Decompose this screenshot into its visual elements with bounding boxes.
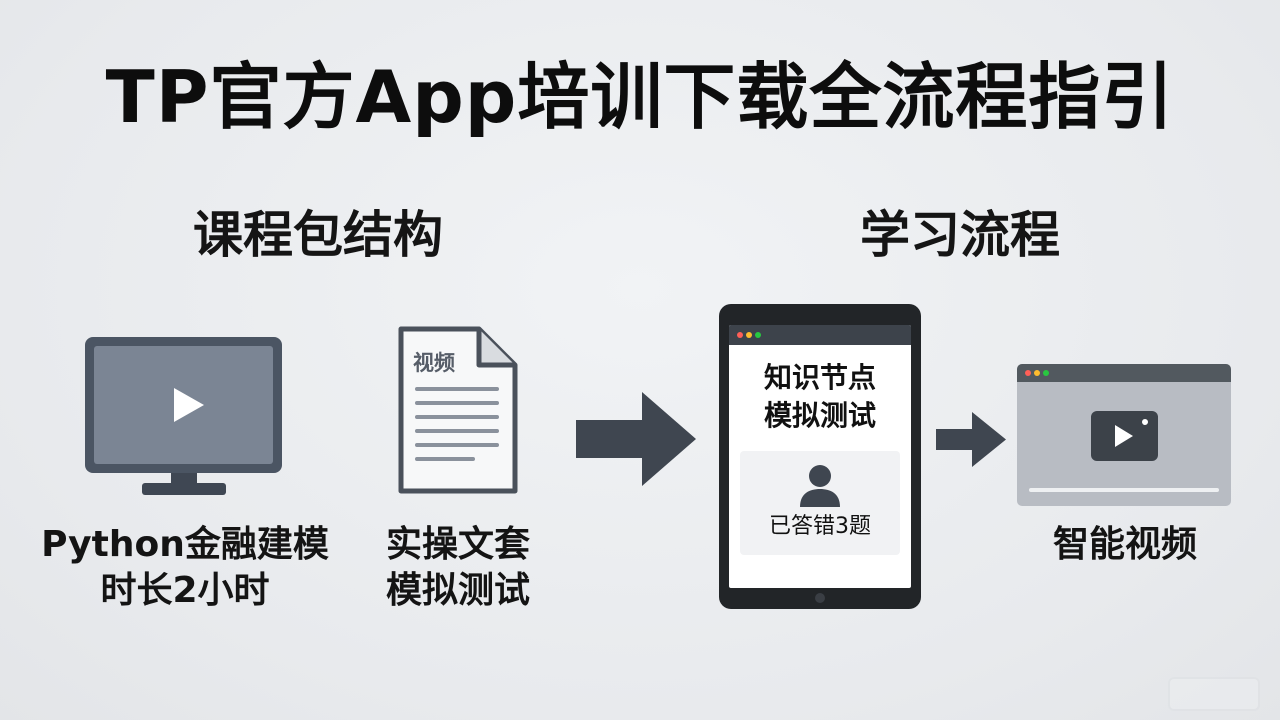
document-shape bbox=[398, 326, 518, 494]
monitor-neck bbox=[171, 473, 197, 485]
document-line bbox=[415, 457, 475, 461]
play-icon bbox=[1115, 425, 1133, 447]
video-player-icon bbox=[1091, 411, 1158, 461]
browser-video-icon bbox=[1017, 364, 1231, 506]
course-name: Python金融建模 bbox=[41, 524, 329, 565]
monitor-base bbox=[142, 483, 226, 495]
document-caption-line-2: 模拟测试 bbox=[385, 570, 530, 611]
document-line bbox=[415, 415, 499, 419]
window-dot-red bbox=[1025, 370, 1031, 376]
window-dot-red bbox=[737, 332, 743, 338]
user-icon bbox=[800, 465, 840, 507]
browser-title-bar bbox=[1017, 364, 1231, 382]
video-progress-bar bbox=[1029, 488, 1219, 492]
arrow-right-icon bbox=[576, 392, 696, 486]
tablet-icon: 知识节点 模拟测试 已答错3题 bbox=[719, 304, 921, 609]
monitor-play-icon bbox=[85, 337, 282, 495]
window-dot-yellow bbox=[1034, 370, 1040, 376]
document-icon: 视频 bbox=[397, 325, 519, 495]
video-indicator-dot bbox=[1142, 419, 1148, 425]
tablet-home-button bbox=[815, 593, 825, 603]
monitor-screen-inner bbox=[94, 346, 273, 464]
tablet-screen: 知识节点 模拟测试 已答错3题 bbox=[729, 325, 911, 588]
window-dot-yellow bbox=[746, 332, 752, 338]
document-line bbox=[415, 401, 499, 405]
window-dot-green bbox=[755, 332, 761, 338]
watermark-badge bbox=[1168, 677, 1260, 711]
tablet-window-bar bbox=[729, 325, 911, 345]
window-dot-green bbox=[1043, 370, 1049, 376]
video-caption: 智能视频 bbox=[1052, 524, 1197, 565]
result-card: 已答错3题 bbox=[740, 451, 900, 555]
course-duration: 时长2小时 bbox=[100, 570, 270, 611]
document-line bbox=[415, 387, 499, 391]
wrong-answers-status: 已答错3题 bbox=[769, 514, 871, 539]
watermark-logo bbox=[1068, 675, 1260, 711]
document-caption: 实操文套 模拟测试 bbox=[358, 522, 558, 614]
play-icon bbox=[174, 388, 204, 422]
section-title-learning-flow: 学习流程 bbox=[860, 206, 1060, 264]
page-title: TP官方App培训下载全流程指引 bbox=[105, 55, 1175, 139]
monitor-screen bbox=[85, 337, 282, 473]
document-line bbox=[415, 443, 499, 447]
tablet-line-2: 模拟测试 bbox=[763, 399, 876, 432]
document-label: 视频 bbox=[413, 351, 455, 375]
tablet-line-1: 知识节点 bbox=[763, 361, 876, 394]
tablet-heading: 知识节点 模拟测试 bbox=[729, 359, 911, 435]
document-caption-line-1: 实操文套 bbox=[385, 524, 530, 565]
course-caption: Python金融建模 时长2小时 bbox=[25, 522, 345, 614]
section-title-course-structure: 课程包结构 bbox=[193, 206, 443, 264]
arrow-right-icon bbox=[936, 412, 1006, 467]
document-line bbox=[415, 429, 499, 433]
